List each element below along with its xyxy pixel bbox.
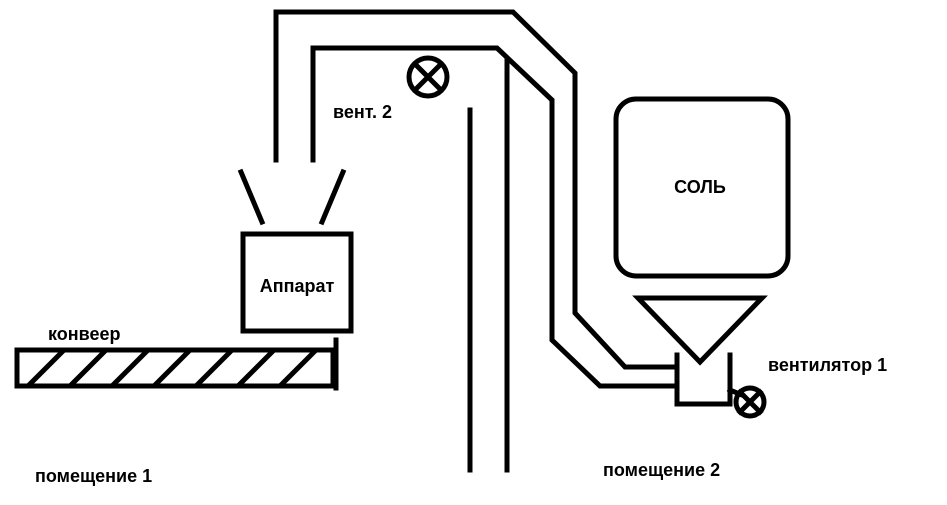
- room2-label: помещение 2: [603, 460, 720, 480]
- duct-inner-wall: [310, 45, 680, 389]
- conveyor-belt: [14, 347, 336, 389]
- salt-funnel: [632, 295, 768, 366]
- mixing-box: [674, 352, 733, 407]
- duct-outer-wall: [273, 9, 680, 370]
- vent2-label: вент. 2: [333, 102, 392, 122]
- salt-hopper: [613, 96, 791, 279]
- hood-funnel-right: [318, 168, 347, 226]
- apparatus-box: [240, 231, 354, 334]
- hood-funnel-left: [237, 168, 266, 226]
- room1-label: помещение 1: [35, 466, 152, 486]
- fan1-icon: [733, 385, 767, 419]
- salt-label: СОЛЬ: [674, 177, 726, 197]
- fan1-label: вентилятор 1: [768, 355, 887, 375]
- conveyor-label: конвеер: [48, 324, 120, 344]
- apparatus-label: Аппарат: [260, 276, 335, 296]
- conveyor-hatching: [26, 348, 318, 388]
- vent2-icon: [406, 55, 450, 99]
